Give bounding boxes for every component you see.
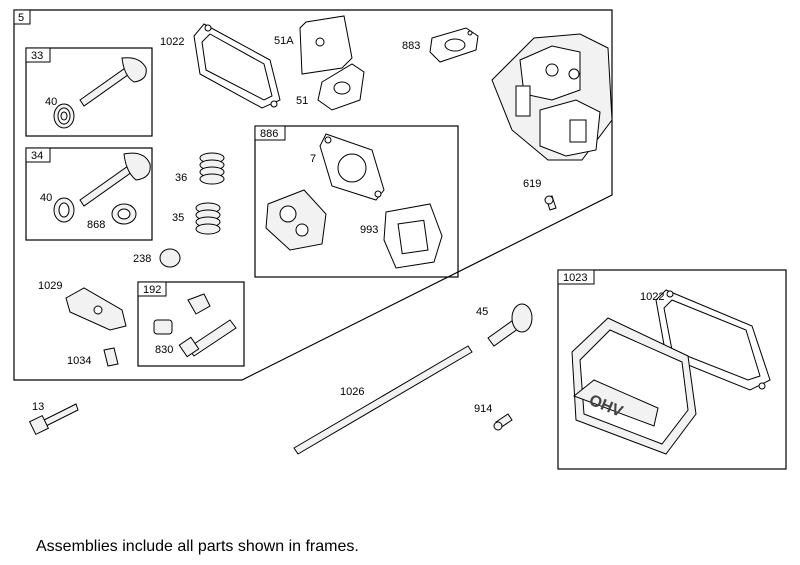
callout-51A: 51A — [274, 35, 294, 47]
valve-spring-retainer-part — [53, 103, 75, 129]
callout-238: 238 — [133, 253, 151, 265]
frame-5-label: 5 — [18, 12, 24, 24]
rocker-cover-part: OHV — [571, 317, 697, 455]
assembly-frame-1023: 1023 OHV 1022 — [557, 269, 787, 470]
intake-spacer-part — [299, 15, 353, 75]
tappet-part — [487, 303, 533, 347]
rocker-nut-part — [187, 293, 211, 315]
valve-cover-gasket-part — [383, 203, 443, 269]
retainer-clip-part — [103, 347, 119, 367]
callout-35: 35 — [172, 212, 184, 224]
callout-1029: 1029 — [38, 280, 62, 292]
breather-screw-part — [544, 195, 557, 211]
callout-40-b: 40 — [40, 192, 52, 204]
intake-gasket-part — [317, 63, 365, 111]
head-gasket-part — [319, 133, 385, 201]
callout-40-a: 40 — [45, 96, 57, 108]
callout-914: 914 — [474, 403, 492, 415]
callout-13: 13 — [32, 401, 44, 413]
cover-screw-part — [493, 413, 513, 431]
intake-manifold-gasket-part — [265, 189, 327, 251]
assembly-frame-886: 886 7 993 — [254, 125, 459, 278]
intake-valve-part — [79, 152, 151, 207]
plug-part — [159, 248, 181, 268]
rocker-cover-gasket-part — [193, 23, 281, 109]
callout-1022-top: 1022 — [160, 36, 184, 48]
pivot-ball-part — [153, 319, 173, 335]
callout-883: 883 — [402, 40, 420, 52]
frame-33-label: 33 — [31, 50, 43, 62]
exhaust-gasket-part — [429, 27, 479, 63]
valve-spring-36-part — [199, 152, 225, 185]
callout-868: 868 — [87, 219, 105, 231]
callout-45: 45 — [476, 306, 488, 318]
callout-1026: 1026 — [340, 386, 364, 398]
head-bolt-part — [28, 403, 79, 436]
cylinder-head-part — [491, 33, 613, 161]
callout-1022-right: 1022 — [640, 291, 664, 303]
assembly-frame-33: 33 40 — [25, 47, 153, 137]
callout-1034: 1034 — [67, 355, 91, 367]
callout-51: 51 — [296, 95, 308, 107]
exhaust-valve-part — [79, 57, 147, 107]
rocker-arm-part — [65, 287, 127, 331]
callout-36: 36 — [175, 172, 187, 184]
frame-886-label: 886 — [260, 128, 278, 140]
callout-830: 830 — [155, 344, 173, 356]
rocker-cover-gasket-part-2 — [655, 289, 771, 391]
rocker-stud-part — [178, 319, 237, 358]
valve-spring-35-part — [195, 202, 221, 235]
callout-619: 619 — [523, 178, 541, 190]
push-rod-part — [293, 345, 473, 455]
callout-993: 993 — [360, 224, 378, 236]
caption-text: Assemblies include all parts shown in fr… — [36, 538, 359, 555]
callout-7: 7 — [310, 153, 316, 165]
valve-seal-part — [111, 203, 137, 225]
assembly-frame-192: 192 830 — [137, 281, 245, 367]
frame-192-label: 192 — [143, 284, 161, 296]
assembly-frame-34: 34 40 868 — [25, 147, 153, 241]
assembly-frame-5: 5 — [13, 9, 613, 381]
frame-1023-label: 1023 — [563, 272, 587, 284]
valve-keeper-part — [53, 197, 75, 223]
frame-34-label: 34 — [31, 150, 43, 162]
